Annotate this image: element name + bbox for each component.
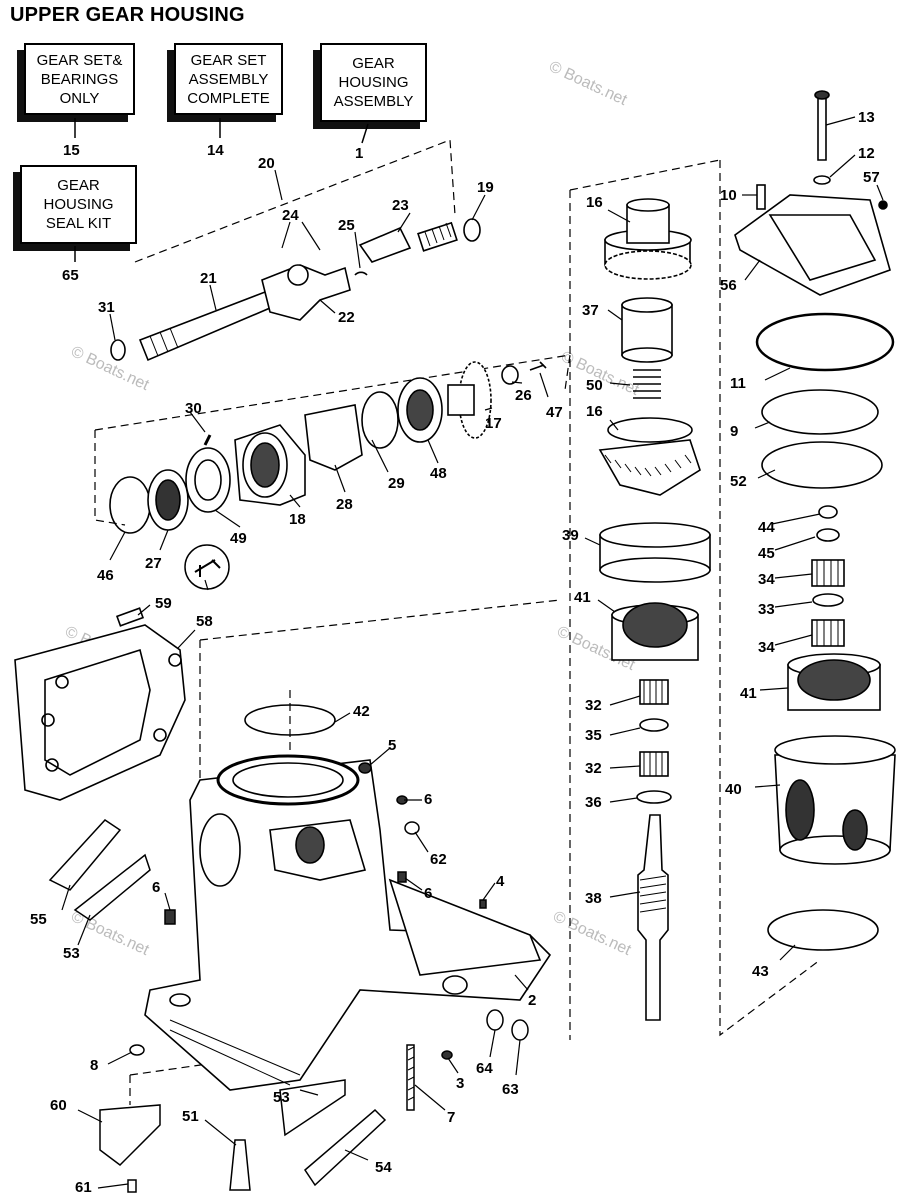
bearing-seal-row	[109, 361, 547, 534]
part-number: 35	[585, 727, 602, 744]
kit-box-gear-housing-assembly[interactable]: GEAR HOUSING ASSEMBLY	[320, 43, 427, 122]
part-number: 53	[273, 1089, 290, 1106]
part-number: 63	[502, 1081, 519, 1098]
kit-box-gear-set-assembly[interactable]: GEAR SET ASSEMBLY COMPLETE	[174, 43, 283, 115]
part-number: 62	[430, 851, 447, 868]
part-number: 55	[30, 911, 47, 928]
part-number: 34	[758, 639, 775, 656]
kit-ref-1: 1	[355, 145, 363, 162]
part-number: 59	[155, 595, 172, 612]
part-number: 20	[258, 155, 275, 172]
part-number: 64	[476, 1060, 493, 1077]
part-number: 9	[730, 423, 738, 440]
part-number: 40	[725, 781, 742, 798]
part-number: 41	[740, 685, 757, 702]
kit-ref-65: 65	[62, 267, 79, 284]
part-number: 39	[562, 527, 579, 544]
part-number: 6	[424, 791, 432, 808]
kit-ref-14: 14	[207, 142, 224, 159]
part-number: 17	[485, 415, 502, 432]
part-number: 37	[582, 302, 599, 319]
part-number: 4	[496, 873, 505, 890]
part-number: 32	[585, 760, 602, 777]
part-number: 23	[392, 197, 409, 214]
part-number: 51	[182, 1108, 199, 1125]
part-number: 8	[90, 1057, 98, 1074]
part-number: 48	[430, 465, 447, 482]
watermark: © Boats.net	[68, 343, 152, 394]
part-number: 6	[152, 879, 160, 896]
part-number: 52	[730, 473, 747, 490]
part-number: 28	[336, 496, 353, 513]
part-number: 44	[758, 519, 775, 536]
part-number: 32	[585, 697, 602, 714]
part-number: 24	[282, 207, 299, 224]
part-number: 34	[758, 571, 775, 588]
part-number: 29	[388, 475, 405, 492]
part-number: 33	[758, 601, 775, 618]
kit-box-gear-set-bearings[interactable]: GEAR SET& BEARINGS ONLY	[24, 43, 135, 115]
page-title: UPPER GEAR HOUSING	[10, 4, 245, 26]
part-number: 54	[375, 1159, 392, 1176]
watermark: © Boats.net	[546, 58, 630, 109]
part-number: 56	[720, 277, 737, 294]
part-number: 43	[752, 963, 769, 980]
pinion-gear-stack	[598, 198, 711, 1021]
part-number: 22	[338, 309, 355, 326]
part-number: 41	[574, 589, 591, 606]
part-number: 6	[424, 885, 432, 902]
part-number: 10	[720, 187, 737, 204]
part-number-labels: 15 14 1 65 20 24 23 25 19 21 22 31 30 29…	[30, 109, 880, 1196]
part-number: 45	[758, 545, 775, 562]
part-number: 60	[50, 1097, 67, 1114]
part-number: 5	[388, 737, 396, 754]
part-number: 25	[338, 217, 355, 234]
part-number: 50	[586, 377, 603, 394]
small-parts	[48, 544, 529, 1193]
part-number: 21	[200, 270, 217, 287]
bracket-part	[14, 607, 186, 801]
part-number: 19	[477, 179, 494, 196]
part-number: 38	[585, 890, 602, 907]
part-number: 36	[585, 794, 602, 811]
kit-box-seal-kit[interactable]: GEAR HOUSING SEAL KIT	[20, 165, 137, 244]
gear-housing-part	[144, 704, 552, 1091]
part-number: 16	[586, 403, 603, 420]
part-number: 11	[730, 375, 746, 392]
driveshaft-part	[110, 218, 481, 362]
part-number: 30	[185, 400, 202, 417]
part-number: 53	[63, 945, 80, 962]
part-number: 27	[145, 555, 162, 572]
kit-ref-15: 15	[63, 142, 80, 159]
housing-cover-stack	[734, 90, 896, 951]
part-number: 49	[230, 530, 247, 547]
part-number: 61	[75, 1179, 92, 1196]
part-number: 13	[858, 109, 875, 126]
part-number: 16	[586, 194, 603, 211]
part-number: 18	[289, 511, 306, 528]
part-number: 7	[447, 1109, 455, 1126]
part-number: 2	[528, 992, 536, 1009]
part-number: 26	[515, 387, 532, 404]
part-number: 31	[98, 299, 115, 316]
part-number: 12	[858, 145, 875, 162]
part-number: 47	[546, 404, 563, 421]
part-number: 42	[353, 703, 370, 720]
part-number: 46	[97, 567, 114, 584]
part-number: 3	[456, 1075, 464, 1092]
part-number: 57	[863, 169, 880, 186]
part-number: 58	[196, 613, 213, 630]
watermark: © Boats.net	[68, 908, 152, 959]
watermark: © Boats.net	[550, 908, 634, 959]
